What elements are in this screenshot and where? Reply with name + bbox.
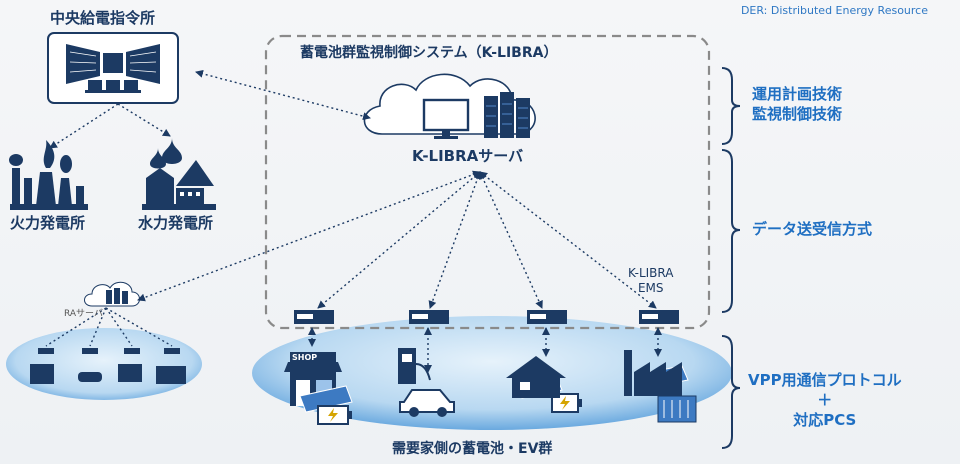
battery-icon bbox=[317, 393, 582, 425]
ra-server-label: RAサーバ bbox=[64, 309, 103, 319]
system-title: 蓄電池群監視制御システム（K-LIBRA） bbox=[300, 45, 558, 61]
tech-label-line1: 運用計画技術 bbox=[752, 85, 843, 103]
factory-icon bbox=[624, 350, 697, 423]
data-method-label: データ送受信方式 bbox=[752, 220, 873, 238]
vpp-label-line2: ＋ bbox=[817, 391, 833, 409]
ra-side-ellipse bbox=[6, 328, 202, 400]
connectors bbox=[45, 69, 662, 373]
server-rack-icon bbox=[484, 92, 530, 138]
vpp-label-line3: 対応PCS bbox=[793, 411, 857, 429]
vpp-label-line1: VPP用通信プロトコル bbox=[748, 371, 902, 389]
tech-label-line2: 監視制御技術 bbox=[752, 105, 843, 123]
ems-label: K-LIBRA EMS bbox=[628, 266, 673, 296]
house-icon bbox=[506, 356, 566, 398]
central-dispatch-title: 中央給電指令所 bbox=[50, 9, 156, 27]
ems-device-icon bbox=[294, 310, 679, 324]
ra-server-cloud-icon bbox=[84, 281, 140, 307]
ev-charger-icon bbox=[398, 348, 431, 384]
ra-device-icon bbox=[30, 348, 186, 384]
vpp-label: VPP用通信プロトコル ＋ 対応PCS bbox=[748, 370, 902, 430]
server-label: K-LIBRAサーバ bbox=[412, 147, 524, 165]
thermal-plant-icon bbox=[9, 140, 88, 210]
ems-label-line2: EMS bbox=[637, 281, 664, 295]
shop-sign: SHOP bbox=[292, 353, 318, 362]
hydro-plant-icon bbox=[142, 138, 216, 210]
right-braces bbox=[721, 67, 741, 449]
der-note: DER: Distributed Energy Resource bbox=[740, 4, 928, 17]
hydro-plant-label: 水力発電所 bbox=[138, 214, 214, 232]
ems-label-line1: K-LIBRA bbox=[628, 266, 674, 280]
car-icon bbox=[399, 389, 455, 417]
demand-side-label: 需要家側の蓄電池・EV群 bbox=[392, 441, 553, 457]
tech-label: 運用計画技術 監視制御技術 bbox=[752, 84, 842, 124]
control-room-icon bbox=[47, 32, 179, 104]
demand-side-ellipse bbox=[252, 316, 732, 430]
monitor-icon bbox=[422, 98, 470, 139]
thermal-plant-label: 火力発電所 bbox=[10, 214, 86, 232]
